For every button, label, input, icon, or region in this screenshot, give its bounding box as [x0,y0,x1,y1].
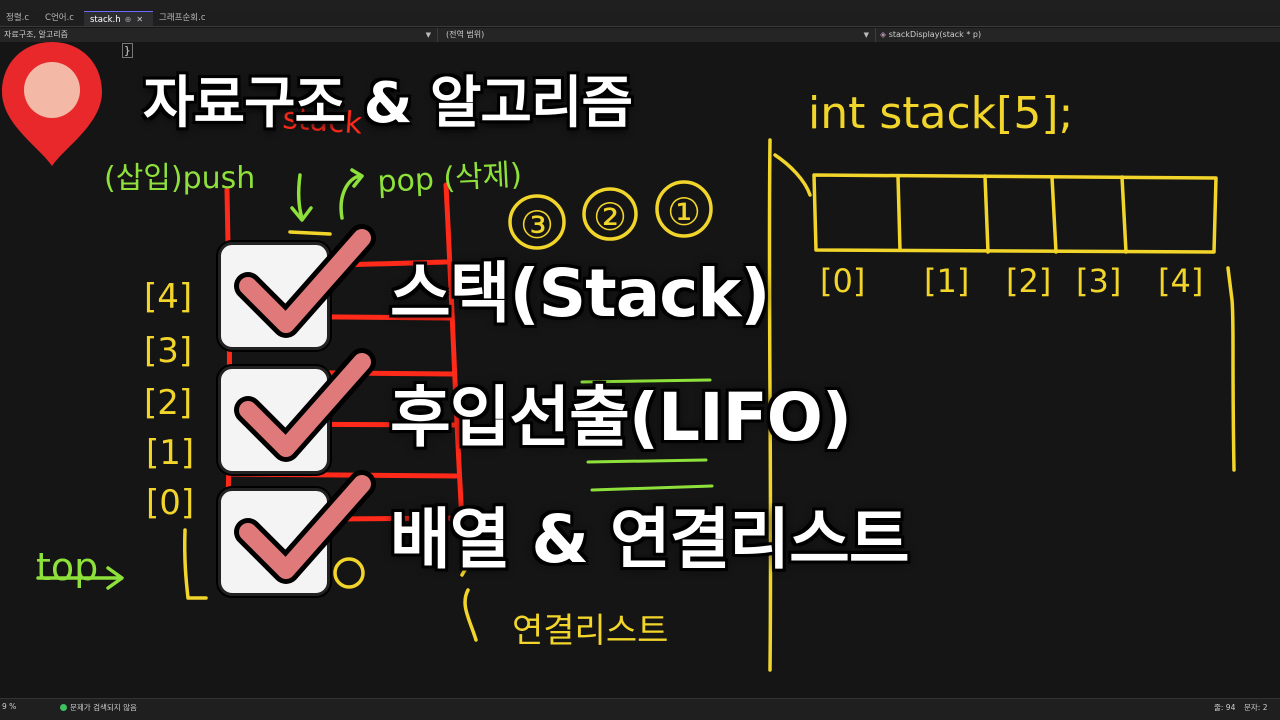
pop-label: pop (삭제) [377,157,523,200]
order-number-3: ③ [520,203,554,247]
status-bar: 9 % 문제가 검색되지 않음 줄: 94 문자: 2 [0,698,1280,720]
stack-right-wall [443,182,465,523]
checklist-label-lifo: 후입선출(LIFO) [390,379,852,456]
stack-label: stack [281,101,364,142]
array-index-0: [0] [820,262,865,300]
top-label: top [36,545,98,589]
char-number: 문자: 2 [1244,703,1268,712]
file-tab-graph-traversal[interactable]: 그래프순회.c [159,13,206,23]
array-index-1: [1] [924,262,969,300]
line-number: 줄: 94 [1214,703,1236,712]
array-index-4: [4] [1158,262,1203,300]
left-index-0: [0] [146,483,194,523]
project-dropdown[interactable]: 자료구조, 알고리즘▼ [0,28,438,42]
left-index-4: [4] [144,277,192,317]
video-title: 자료구조 & 알고리즘 [143,71,633,136]
location-pin-icon [2,42,102,166]
chevron-down-icon: ▼ [863,31,869,39]
chevron-down-icon: ▼ [425,31,431,39]
order-number-2: ② [593,195,627,239]
array-index-2: [2] [1006,262,1051,300]
stack-shelf-0 [229,471,459,479]
lifo-underlines [580,378,714,492]
close-icon[interactable]: ✕ [136,15,144,24]
scope-dropdown[interactable]: (전역 범위)▼ [442,28,876,42]
zoom-level[interactable]: 9 % [2,702,17,711]
push-pop-arrows [36,168,364,590]
code-editor[interactable]: } [0,42,1280,698]
linked-node-circle [333,557,365,589]
linked-list-bracket [463,588,478,642]
file-tab-bar: 정렬.c C언어.c stack.h⊕✕ 그래프순회.c [0,10,1280,27]
menu-strip [0,0,1280,10]
left-index-2: [2] [144,383,192,423]
checklist-label-stack: 스택(Stack) [390,255,770,332]
left-index-1: [1] [146,433,194,473]
checklist-item-stack: 스택(Stack) [218,224,1118,350]
array-outline [812,173,1218,254]
check-mark-icon [234,470,376,584]
check-mark-icon [234,348,376,462]
brace-highlight: } [122,43,133,58]
issues-status[interactable]: 문제가 검색되지 않음 [60,702,137,713]
checklist-item-array-linked-list: 배열 & 연결리스트 [218,470,1118,596]
check-mark-icon [234,224,376,338]
checklist-item-lifo: 후입선출(LIFO) [218,348,1118,474]
code-line: } [122,43,133,58]
top-pointer-line [182,528,208,600]
member-dropdown[interactable]: ◈ stackDisplay(stack * p) [880,30,982,39]
check-circle-icon [60,704,67,711]
method-icon: ◈ [880,30,887,39]
array-declaration: int stack[5]; [808,88,1073,139]
array-index-3: [3] [1076,262,1121,300]
push-label: (삽입)push [104,161,255,196]
array-drawing [182,138,1236,672]
checklist-label-array-linked-list: 배열 & 연결리스트 [390,501,910,578]
file-tab-sort[interactable]: 정렬.c [6,13,30,23]
order-number-1: ① [667,190,701,234]
push-arrow-icon [296,173,304,220]
navigation-bar: 자료구조, 알고리즘▼ (전역 범위)▼ ◈ stackDisplay(stac… [0,28,1280,42]
order-circles [508,180,713,250]
pin-icon-tab[interactable]: ⊕ [124,15,132,24]
pop-arrow-icon [339,174,362,220]
divider-line [767,138,773,672]
left-index-3: [3] [144,331,192,371]
top-marker-line [288,230,332,236]
file-tab-c-language[interactable]: C언어.c [45,13,74,23]
linked-list-label: 연결리스트 [512,611,668,651]
file-tab-stack-h[interactable]: stack.h⊕✕ [83,11,154,26]
